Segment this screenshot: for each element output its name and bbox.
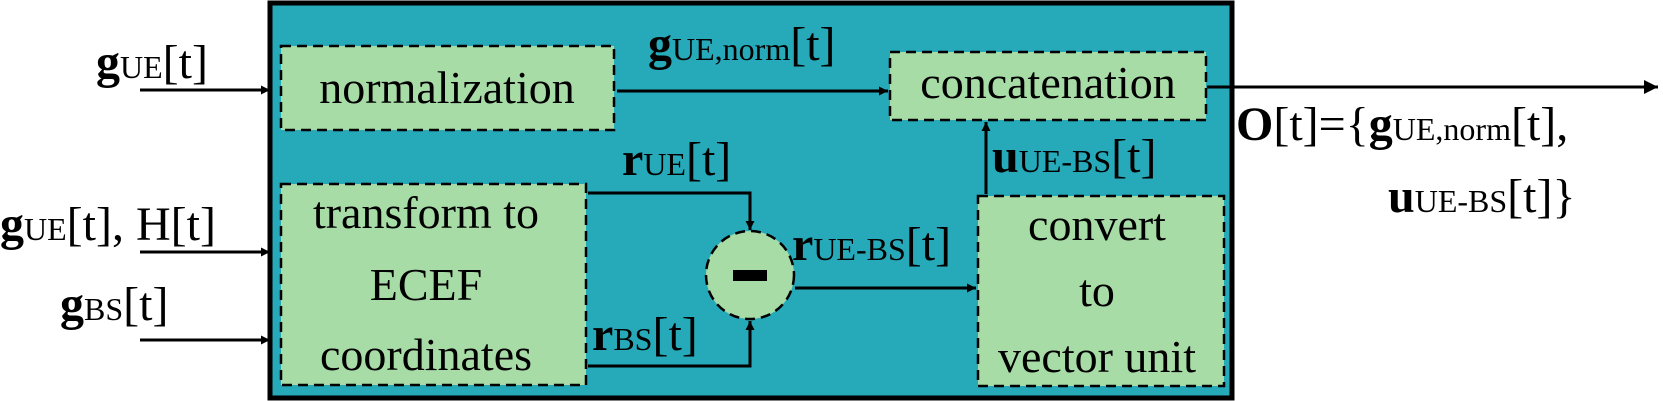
label-r-ue-bs: rUE-BS[t]: [792, 218, 951, 271]
output-expression-line2: uUE-BS[t]}: [1388, 170, 1576, 223]
label-r-ue: rUE[t]: [622, 133, 731, 186]
arrow-r-ue: [588, 191, 755, 230]
label-g-ue-norm: gUE,norm[t]: [648, 18, 836, 71]
output-expression-line1: O[t]={gUE,norm[t],: [1236, 98, 1568, 151]
label-g-bs: gBS[t]: [60, 278, 168, 331]
label-g-ue: gUE[t]: [96, 36, 208, 89]
convert-label-line3: vector unit: [998, 331, 1196, 382]
transform-label-line2: ECEF: [370, 259, 482, 310]
convert-label-line2: to: [1079, 265, 1115, 316]
convert-label-line1: convert: [1028, 199, 1166, 250]
normalization-block: [279, 44, 616, 132]
minus-symbol: [733, 270, 767, 281]
label-u-ue-bs: uUE-BS[t]: [992, 130, 1156, 183]
arrow-r-bs: [588, 321, 755, 368]
label-g-ue-h: gUE[t], H[t]: [0, 198, 216, 251]
normalization-label: normalization: [319, 62, 574, 113]
transform-label-line3: coordinates: [320, 329, 532, 380]
transform-label-line1: transform to: [313, 187, 539, 238]
concatenation-label: concatenation: [920, 57, 1175, 108]
label-r-bs: rBS[t]: [592, 308, 698, 361]
transform-block: [279, 182, 588, 387]
convert-block: [976, 194, 1226, 388]
concatenation-block: [888, 50, 1208, 122]
